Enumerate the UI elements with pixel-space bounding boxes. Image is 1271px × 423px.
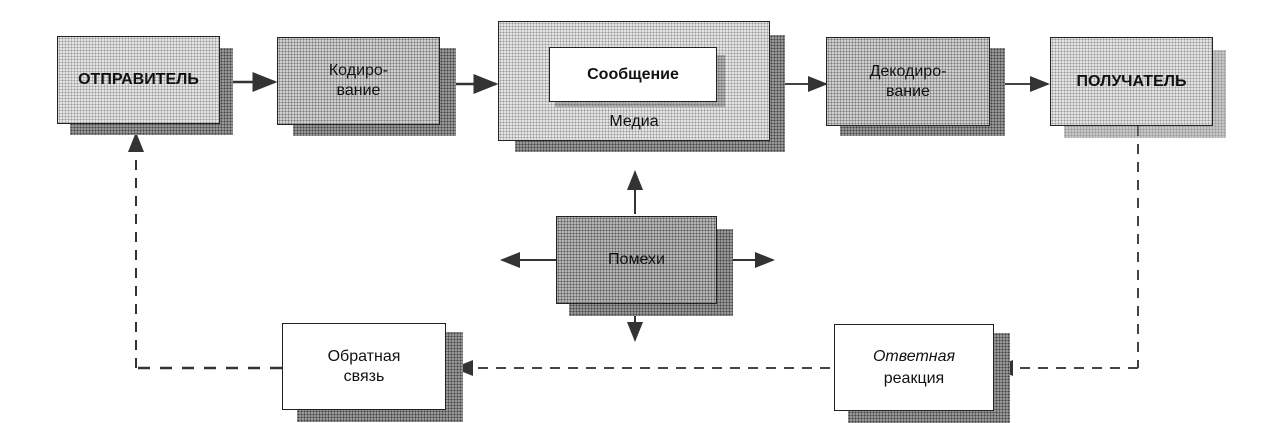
- response-label-line: реакция: [883, 369, 945, 387]
- media-label: Медиа: [609, 113, 659, 130]
- response-label: Ответная реакция: [873, 346, 955, 389]
- message-label: Сообщение: [587, 65, 679, 83]
- sender-label: ОТПРАВИТЕЛЬ: [78, 71, 199, 88]
- decoding-node: Декодиро- вание: [826, 37, 990, 126]
- noise-node: Помехи: [556, 216, 717, 304]
- receiver-label: ПОЛУЧАТЕЛЬ: [1076, 72, 1187, 90]
- decoding-label: Декодиро- вание: [869, 62, 947, 100]
- encoding-node: Кодиро- вание: [277, 37, 440, 125]
- receiver-node: ПОЛУЧАТЕЛЬ: [1050, 37, 1213, 126]
- response-node: Ответная реакция: [834, 324, 994, 411]
- sender-node: ОТПРАВИТЕЛЬ: [57, 36, 220, 124]
- noise-label: Помехи: [608, 251, 665, 268]
- response-label-line: Ответная: [872, 347, 956, 365]
- message-node: Сообщение: [549, 47, 717, 102]
- feedback-node: Обратная связь: [282, 323, 446, 410]
- encoding-label: Кодиро- вание: [328, 62, 389, 99]
- feedback-label: Обратная связь: [327, 347, 401, 385]
